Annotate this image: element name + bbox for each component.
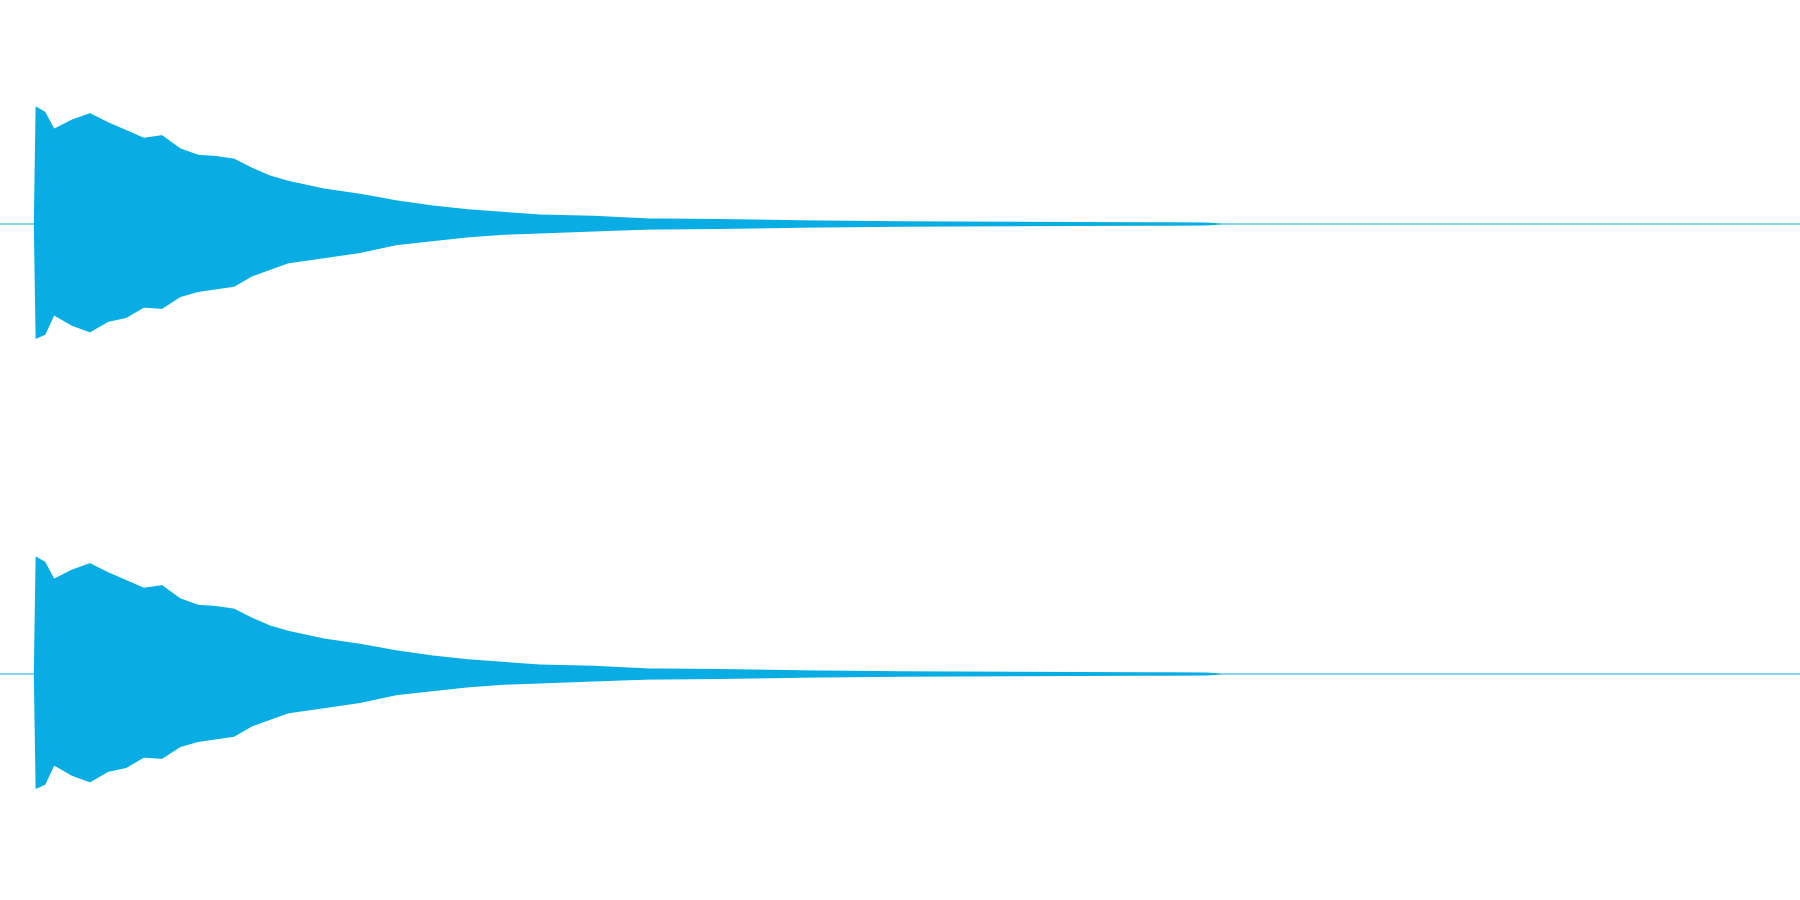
channel-2 <box>0 556 1800 790</box>
channel-2-waveform <box>0 556 1800 790</box>
channel-1 <box>0 106 1800 340</box>
channel-1-waveform <box>0 106 1800 340</box>
